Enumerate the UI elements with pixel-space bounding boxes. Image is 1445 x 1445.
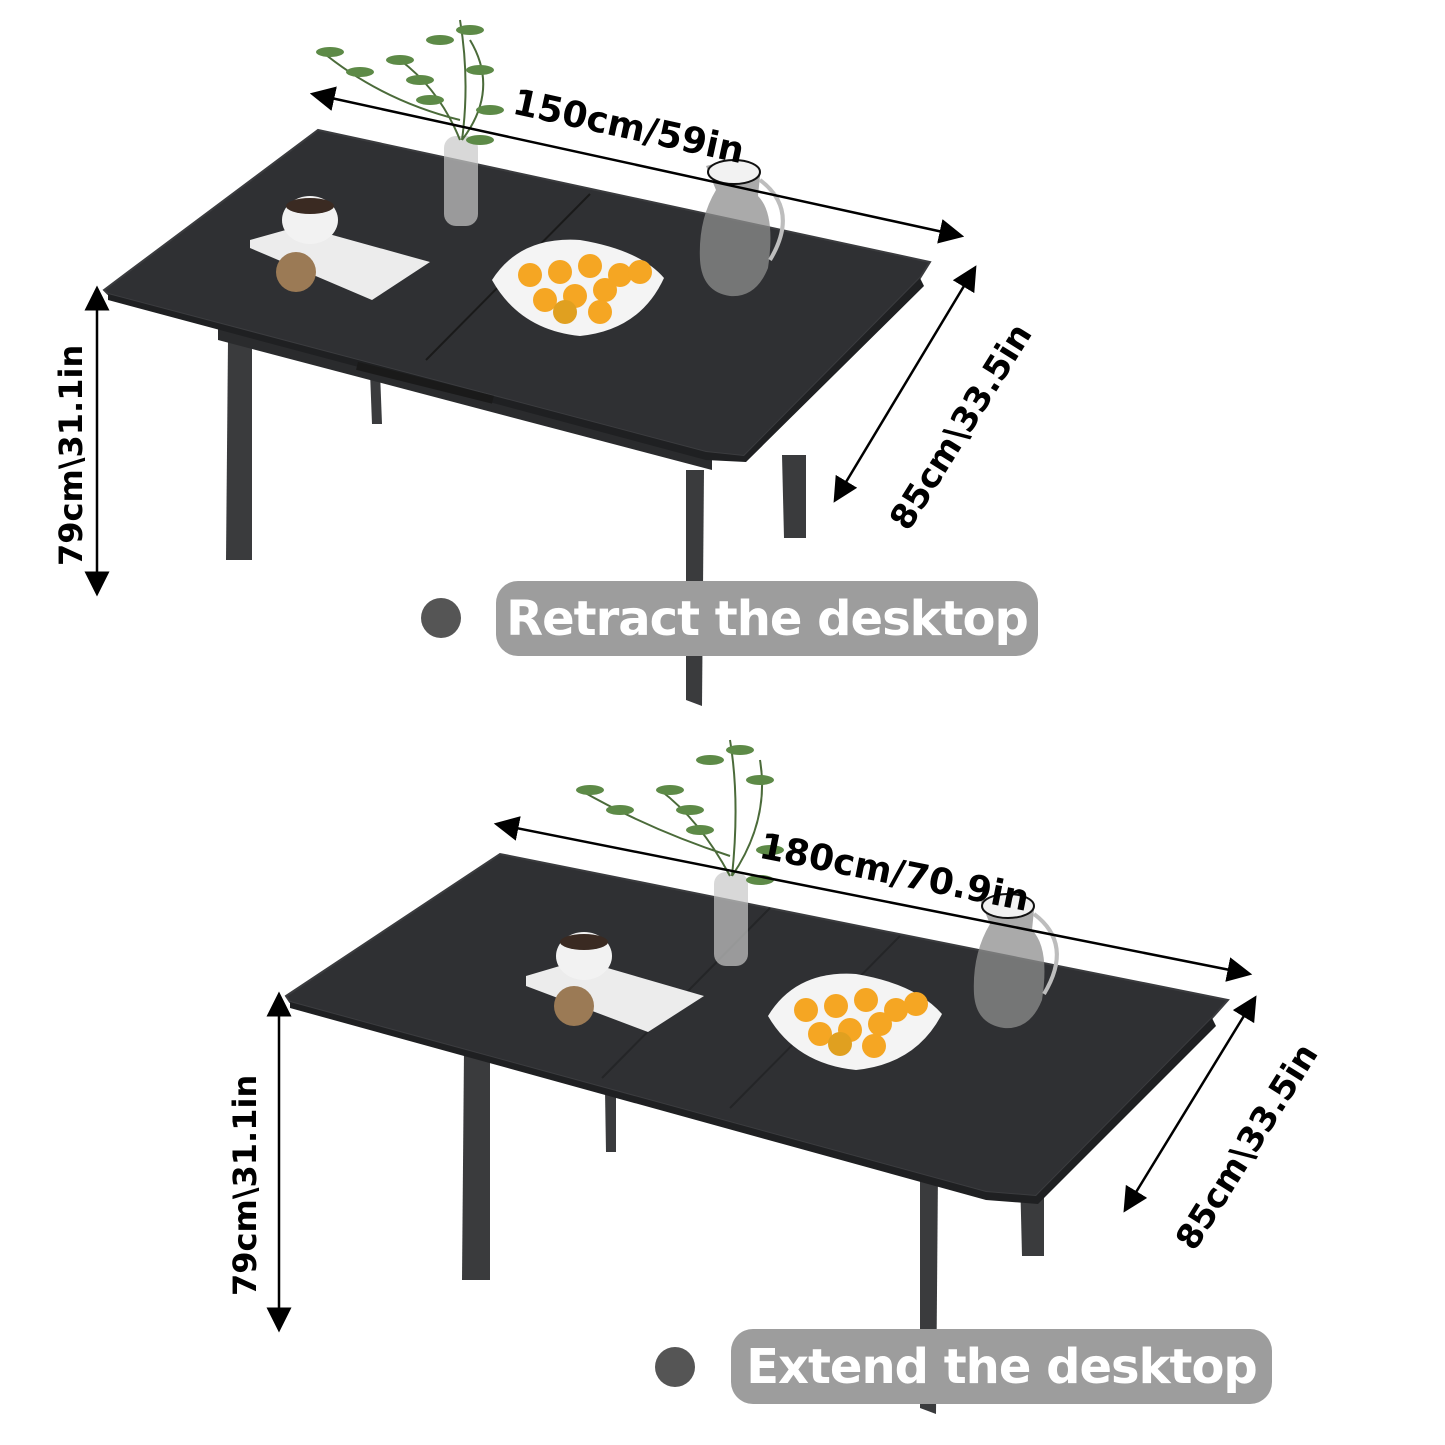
extended-tabletop <box>284 852 1230 1198</box>
retracted-caption-bullet <box>421 598 461 638</box>
retracted-fruit-bowl <box>492 239 664 336</box>
extended-width-arrow <box>1123 995 1257 1213</box>
retracted-width-arrow <box>833 265 977 503</box>
extended-fruit-bowl <box>768 973 942 1070</box>
extended-caption-bullet <box>655 1347 695 1387</box>
extended-table-legs <box>462 1050 1044 1414</box>
retracted-caption-pill: Retract the desktop <box>496 581 1038 656</box>
extended-length-arrow <box>493 816 1253 982</box>
extended-caption-pill: Extend the desktop <box>731 1329 1272 1404</box>
extended-height-label: 79cm\31.1in <box>226 1074 264 1296</box>
retracted-height-label: 79cm\31.1in <box>52 344 90 566</box>
retracted-length-arrow <box>309 86 965 244</box>
